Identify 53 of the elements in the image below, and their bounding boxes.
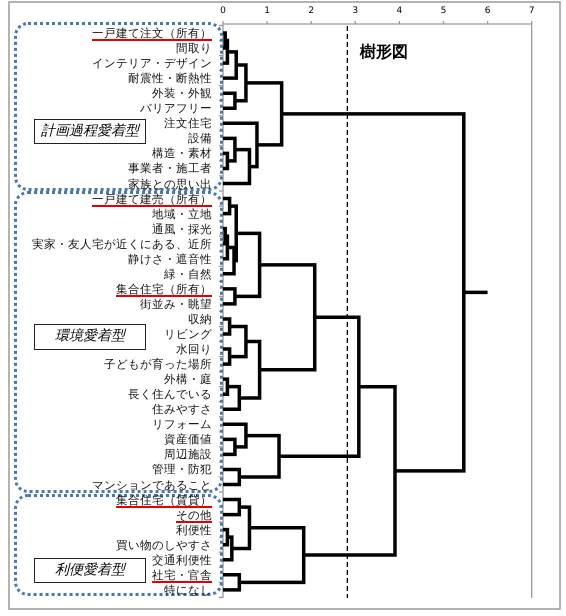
group-label: 利便愛着型 — [34, 558, 146, 583]
item-label: 一戸建て注文（所有） — [92, 26, 212, 40]
item-label: 緑・自然 — [164, 266, 212, 281]
item-label: 水回り — [176, 342, 212, 356]
item-label: 住みやすさ — [152, 402, 212, 416]
item-label: 集合住宅（所有） — [116, 282, 212, 296]
item-label: 耐震性・断熱性 — [128, 71, 212, 86]
item-label: 街並み・眺望 — [140, 296, 212, 311]
item-label: マンションであること — [92, 478, 212, 492]
item-label: 買い物のしやすさ — [116, 538, 212, 552]
item-label: 外装・外観 — [152, 86, 212, 100]
axis-tick-label: 6 — [484, 6, 492, 16]
item-label: 資産価値 — [164, 432, 212, 446]
item-label: リフォーム — [152, 417, 212, 432]
cluster-group — [14, 191, 223, 493]
cluster-group — [14, 22, 223, 191]
item-label: 長く住んでいる — [128, 387, 212, 402]
axis-tick-label: 7 — [528, 6, 536, 16]
item-label: 管理・防犯 — [152, 462, 212, 476]
axis-tick-label: 0 — [219, 6, 227, 16]
group-label: 計画過程愛着型 — [34, 119, 146, 144]
item-label: 事業者・施工者 — [128, 161, 212, 176]
item-label: 一戸建て建売（所有） — [92, 192, 212, 206]
item-label: 利便性 — [176, 522, 212, 537]
axis-tick-label: 1 — [263, 6, 271, 16]
axis-tick-label: 5 — [440, 6, 448, 16]
item-label: 特になし — [164, 582, 212, 597]
cluster-group — [14, 494, 223, 596]
item-label: その他 — [176, 508, 212, 522]
item-label: 静けさ・遮音性 — [128, 252, 212, 266]
group-label: 環境愛着型 — [34, 324, 146, 350]
axis-tick-label: 3 — [351, 6, 360, 16]
axis-tick-label: 2 — [307, 6, 316, 16]
item-label: 集合住宅（賃貸） — [116, 492, 212, 507]
item-label: バリアフリー — [140, 101, 212, 116]
item-label: 周辺施設 — [164, 447, 212, 462]
chart-title: 樹形図 — [360, 42, 408, 63]
item-label: 構造・素材 — [152, 146, 212, 160]
item-label: 地域・立地 — [152, 206, 212, 221]
item-label: 外構・庭 — [164, 372, 212, 386]
axis-tick-label: 4 — [396, 6, 404, 16]
item-label: 子どもが育った場所 — [104, 357, 212, 372]
item-label: 間取り — [176, 41, 212, 56]
item-label: 社宅・官舎 — [152, 568, 212, 582]
item-label: 通風・採光 — [152, 222, 212, 236]
item-label: 注文住宅 — [164, 116, 212, 130]
item-label: リビング — [164, 327, 212, 341]
item-label: 家族との思い出 — [128, 176, 212, 190]
item-label: 収納 — [188, 312, 212, 326]
item-label: 設備 — [188, 131, 212, 146]
item-label: 実家・友人宅が近くにある、近所 — [32, 236, 212, 251]
item-label: 交通利便性 — [152, 552, 212, 567]
item-label: インテリア・デザイン — [92, 56, 212, 70]
